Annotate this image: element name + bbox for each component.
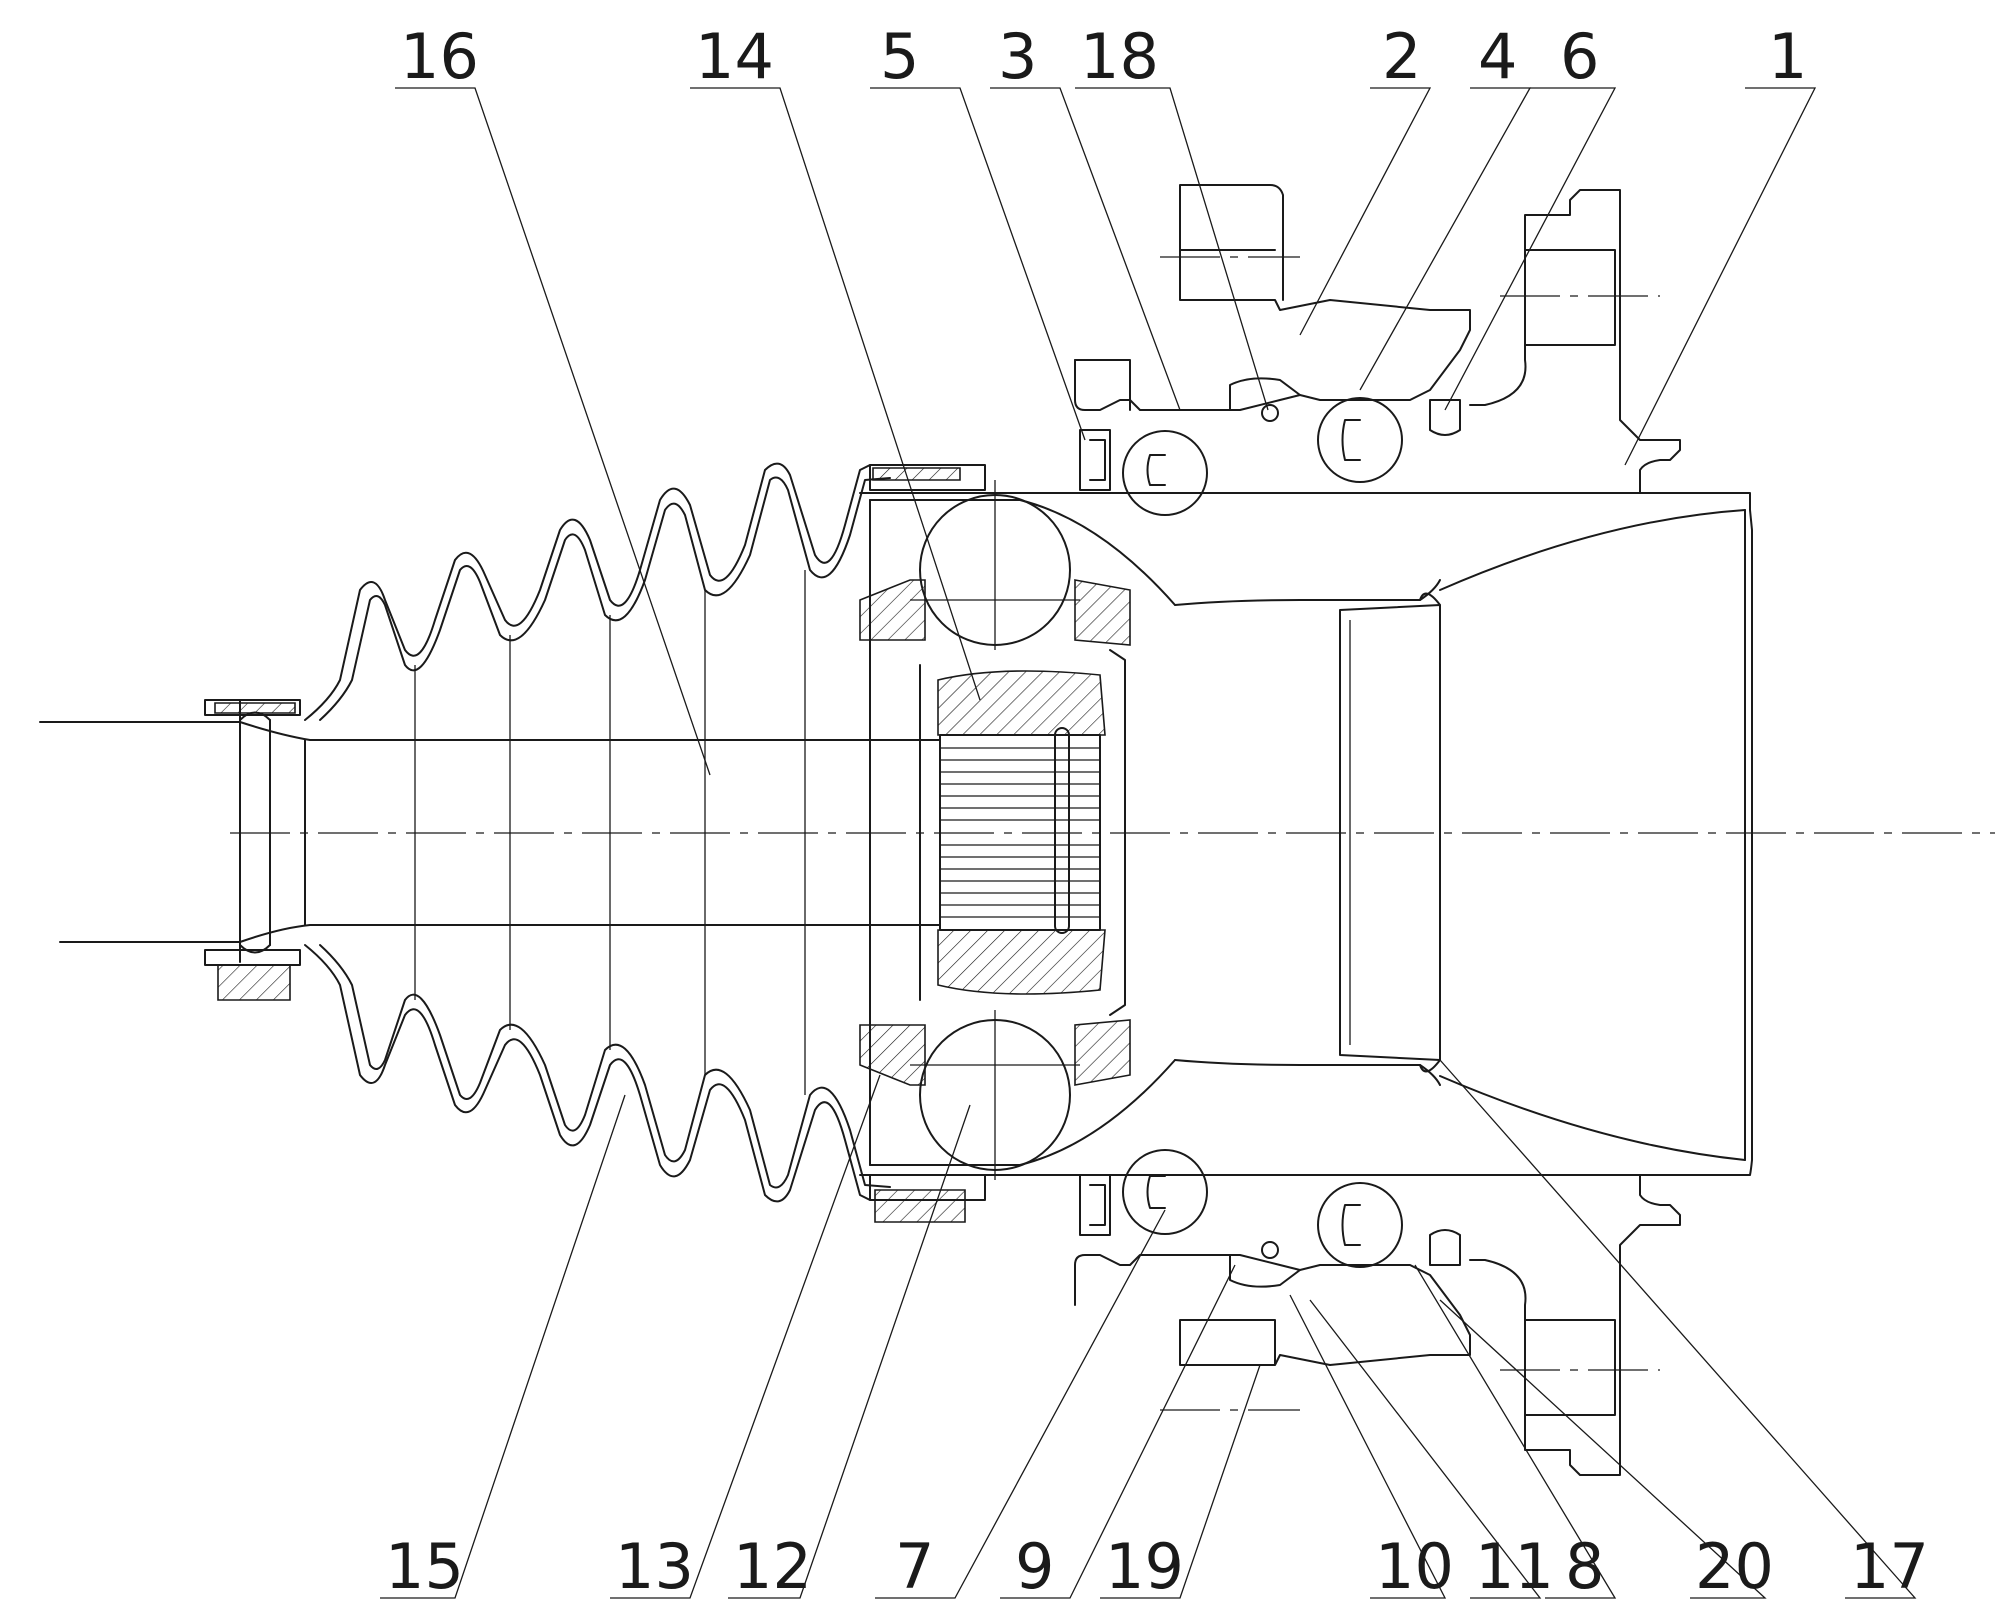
callout-9: 9 (1015, 1530, 1054, 1603)
callout-20: 20 (1695, 1530, 1774, 1603)
callout-12: 12 (733, 1530, 812, 1603)
callout-11: 11 (1475, 1530, 1554, 1603)
bearing-balls (1122, 377, 1403, 1288)
seals (1079, 399, 1461, 1266)
bearing-housing (1074, 184, 1660, 1411)
callout-18: 18 (1080, 20, 1159, 93)
spline (939, 727, 1101, 934)
leader-10 (1289, 1294, 1447, 1599)
leader-15 (380, 1094, 626, 1599)
callout-17: 17 (1850, 1530, 1929, 1603)
cv-joint (859, 480, 1176, 1180)
leader-5 (870, 87, 1086, 441)
leader-12 (728, 1104, 971, 1599)
callout-19: 19 (1105, 1530, 1184, 1603)
leader-6 (1444, 87, 1617, 411)
callout-7: 7 (895, 1530, 934, 1603)
callout-13: 13 (615, 1530, 694, 1603)
leader-17 (1439, 1059, 1917, 1599)
callout-4: 4 (1478, 20, 1517, 93)
callout-16: 16 (400, 20, 479, 93)
callout-15: 15 (385, 1530, 464, 1603)
leader-18 (1075, 87, 1269, 411)
leader-2 (1299, 87, 1432, 336)
callout-2: 2 (1382, 20, 1421, 93)
callout-8: 8 (1565, 1530, 1604, 1603)
leader-3 (990, 87, 1181, 411)
callout-6: 6 (1560, 20, 1599, 93)
leader-8 (1414, 1264, 1617, 1599)
leader-lines (380, 87, 1917, 1599)
callout-3: 3 (998, 20, 1037, 93)
callout-14: 14 (695, 20, 774, 93)
leader-13 (610, 1074, 881, 1599)
leader-1 (1624, 87, 1817, 466)
leader-14 (690, 87, 981, 701)
leader-7 (875, 1209, 1166, 1599)
callout-labels: 16 14 5 3 18 2 4 6 1 15 13 12 7 9 19 10 … (385, 20, 1929, 1603)
leader-19 (1100, 1364, 1261, 1599)
leader-16 (395, 87, 711, 776)
callout-1: 1 (1768, 20, 1807, 93)
leader-4 (1359, 87, 1532, 391)
leader-20 (1439, 1299, 1767, 1599)
leader-11 (1309, 1299, 1542, 1599)
leader-9 (1000, 1264, 1236, 1599)
half-shaft (39, 699, 941, 963)
callout-10: 10 (1375, 1530, 1454, 1603)
callout-5: 5 (880, 20, 919, 93)
boot (304, 462, 891, 1203)
clamps (204, 464, 986, 1223)
